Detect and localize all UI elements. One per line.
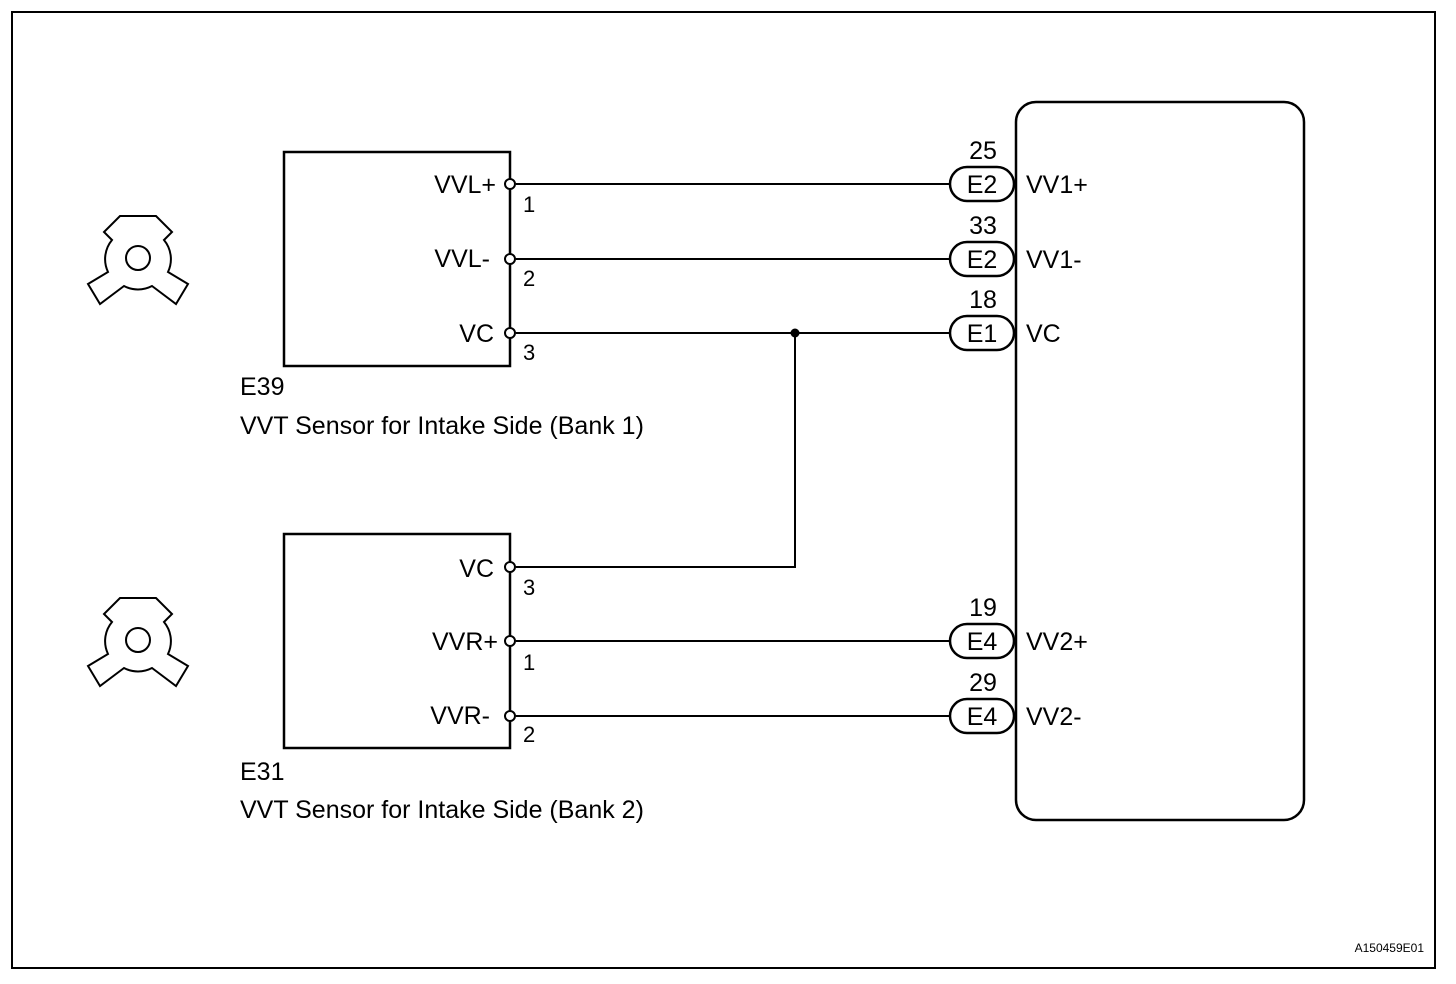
pin-number: 2 xyxy=(523,266,535,291)
pin-label-vc: VC xyxy=(459,320,494,348)
ecm-terminal-label: VV1+ xyxy=(1026,171,1088,199)
connector-pill xyxy=(948,697,1016,735)
ecm-connector: 18 E1 VC xyxy=(948,286,1061,352)
sensor-bank2: VC 3 VVR+ 1 VVR- 2 E31 VVT Sensor for In… xyxy=(86,532,644,824)
pin-label-vvl-plus: VVL+ xyxy=(434,171,496,199)
wires xyxy=(516,183,950,717)
ecm-connector: 29 E4 VV2- xyxy=(948,669,1082,735)
terminal-circle xyxy=(504,635,516,647)
pin-label-vvl-minus: VVL- xyxy=(434,245,490,273)
connector-id: E2 xyxy=(967,246,998,274)
ecm-pin-number: 19 xyxy=(969,594,997,622)
ecm-connectors: 25 E2 VV1+ 33 E2 VV1- 18 E1 VC 19 E4 VV2… xyxy=(948,137,1088,735)
pin-number: 1 xyxy=(523,192,535,217)
rotor-icon xyxy=(86,597,190,688)
pin-number: 3 xyxy=(523,575,535,600)
terminals xyxy=(504,178,516,722)
wire xyxy=(516,333,796,568)
terminal-circle xyxy=(504,178,516,190)
connector-pill xyxy=(948,165,1016,203)
pin-label-vvr-plus: VVR+ xyxy=(432,628,498,656)
connector-id: E2 xyxy=(967,171,998,199)
sensor-bank1: VVL+ 1 VVL- 2 VC 3 E39 VVT Sensor for In… xyxy=(86,150,644,440)
terminal-circle xyxy=(504,710,516,722)
ecm-connector: 19 E4 VV2+ xyxy=(948,594,1088,660)
figure-code: A150459E01 xyxy=(1355,941,1425,955)
diagram-frame xyxy=(11,11,1436,969)
pin-number: 2 xyxy=(523,722,535,747)
ecm-pin-number: 29 xyxy=(969,669,997,697)
ecm-connector: 25 E2 VV1+ xyxy=(948,137,1088,203)
sensor-name: VVT Sensor for Intake Side (Bank 2) xyxy=(240,796,644,824)
terminal-circle xyxy=(504,253,516,265)
splice-point xyxy=(790,328,800,338)
ecm-pin-number: 33 xyxy=(969,212,997,240)
connector-id: E4 xyxy=(967,628,998,656)
sensor-name: VVT Sensor for Intake Side (Bank 1) xyxy=(240,412,644,440)
pin-number: 3 xyxy=(523,340,535,365)
terminal-circle xyxy=(504,327,516,339)
terminal-circle xyxy=(504,561,516,573)
connector-id: E4 xyxy=(967,703,998,731)
rotor-icon xyxy=(86,215,190,306)
ecm-terminal-label: VV2+ xyxy=(1026,628,1088,656)
ecm-connector: 33 E2 VV1- xyxy=(948,212,1082,278)
connector-pill xyxy=(948,622,1016,660)
ecm-terminal-label: VV2- xyxy=(1026,703,1082,731)
pin-number: 1 xyxy=(523,650,535,675)
ecm-box xyxy=(1014,100,1306,822)
pin-label-vvr-minus: VVR- xyxy=(430,702,490,730)
ecm-pin-number: 18 xyxy=(969,286,997,314)
sensor-id: E31 xyxy=(240,758,284,786)
ecm-pin-number: 25 xyxy=(969,137,997,165)
ecm-terminal-label: VV1- xyxy=(1026,246,1082,274)
connector-pill xyxy=(948,240,1016,278)
sensor-id: E39 xyxy=(240,373,284,401)
connector-pill xyxy=(948,314,1016,352)
pin-label-vc: VC xyxy=(459,555,494,583)
ecm-terminal-label: VC xyxy=(1026,320,1061,348)
connector-id: E1 xyxy=(967,320,998,348)
